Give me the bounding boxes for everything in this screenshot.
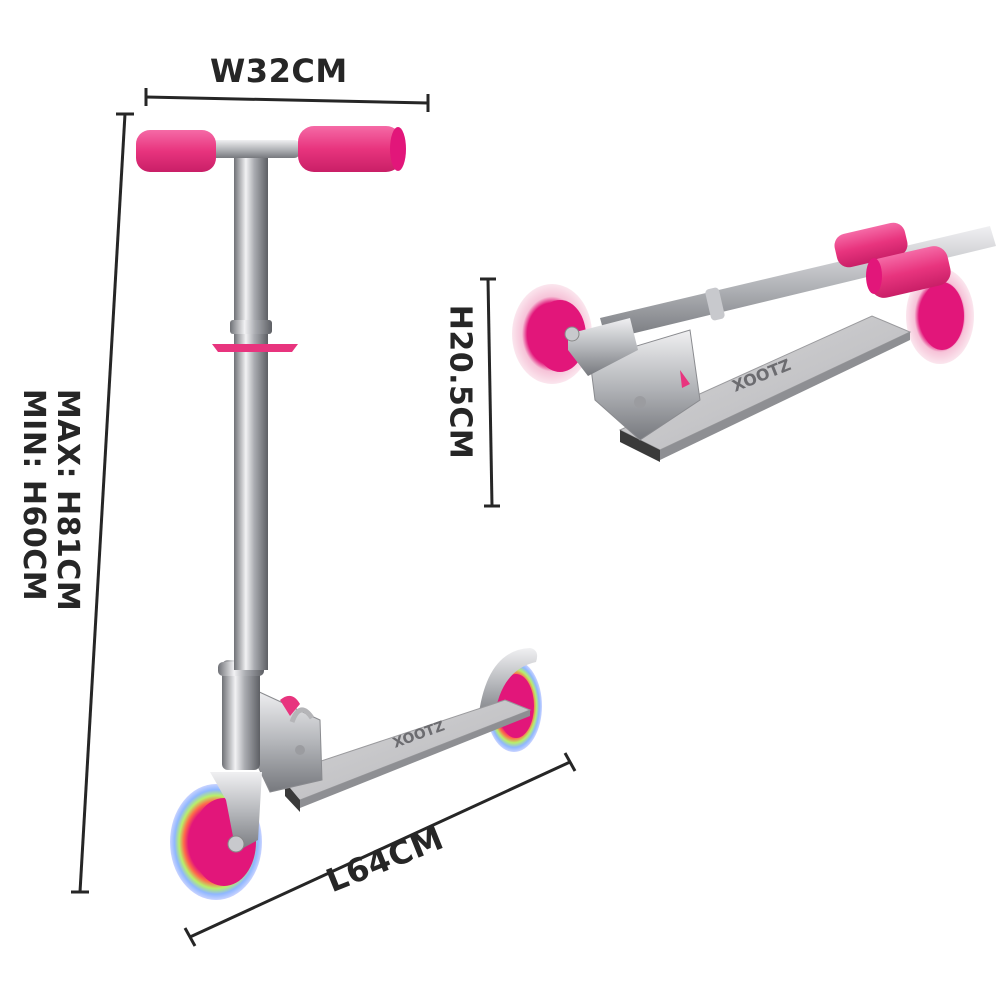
stem-lower: [222, 660, 260, 770]
rear-wheel: [478, 648, 542, 752]
folded-grip-front: [867, 246, 951, 298]
handlebar: [205, 140, 300, 158]
height-dimension-line: [71, 112, 134, 894]
stem-upper: [234, 150, 268, 670]
max-height-label: MAX: H81CM: [50, 388, 85, 612]
handle-height-labels: MAX: H81CM MIN: H60CM: [16, 388, 85, 612]
left-grip: [136, 130, 216, 172]
length-dimension-line: [183, 752, 577, 947]
height-adjust-clip: [212, 344, 298, 352]
folded-scooter: XOOTZ: [512, 222, 996, 462]
min-height-label: MIN: H60CM: [16, 388, 51, 602]
folded-front-wheel: [512, 284, 638, 384]
width-dimension-line: [144, 88, 430, 112]
front-wheel: [170, 772, 262, 900]
folded-height-label: H20.5CM: [442, 304, 478, 460]
folded-rear-wheel: [906, 268, 974, 364]
unfolded-scooter: XOOTZ: [136, 126, 542, 900]
right-grip: [298, 126, 402, 172]
folded-height-dimension-line: [480, 277, 500, 508]
folding-mechanism: [254, 689, 323, 793]
width-label: W32CM: [210, 52, 348, 90]
